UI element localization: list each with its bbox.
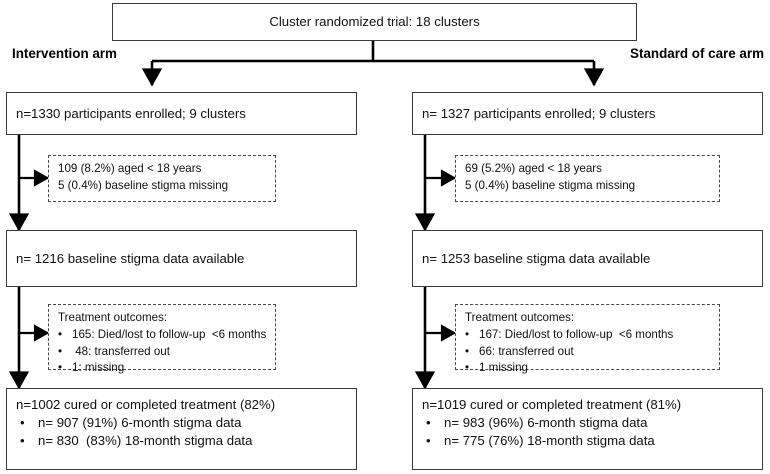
outcomes-heading: Treatment outcomes: [58, 311, 168, 324]
box-final-intervention: n=1002 cured or completed treatment (82%… [6, 388, 357, 470]
box-outcomes-intervention: Treatment outcomes: • 165: Died/lost to … [48, 304, 276, 374]
outcomes-item: • 165: Died/lost to follow-up <6 months [58, 327, 269, 344]
top-box-randomized-trial: Cluster randomized trial: 18 clusters [112, 3, 637, 41]
final-heading: n=1019 cured or completed treatment (81%… [422, 397, 682, 412]
outcomes-heading: Treatment outcomes: [465, 311, 575, 324]
outcomes-item-text: 1: missing [72, 361, 125, 375]
final-item: • n= 983 (96%) 6-month stigma data [422, 414, 756, 431]
excluded-line: 5 (0.4%) baseline stigma missing [58, 178, 229, 192]
arm-heading-standard-of-care: Standard of care arm [630, 46, 764, 61]
outcomes-item: • 66: transferred out [465, 344, 713, 361]
bullet-glyph: • [465, 327, 470, 341]
outcomes-item: • 167: Died/lost to follow-up <6 months [465, 327, 713, 344]
bullet-glyph: • [20, 415, 25, 431]
bullet-glyph: • [465, 344, 470, 358]
box-enrolled-standard-of-care: n= 1327 participants enrolled; 9 cluster… [412, 92, 763, 135]
box-excluded-standard-of-care: 69 (5.2%) aged < 18 years 5 (0.4%) basel… [455, 155, 720, 202]
bullet-glyph: • [465, 361, 470, 375]
box-final-standard-of-care: n=1019 cured or completed treatment (81%… [412, 388, 763, 470]
final-heading: n=1002 cured or completed treatment (82%… [16, 397, 276, 412]
final-item-text: n= 830 (83%) 18-month stigma data [38, 432, 253, 448]
outcomes-item: • 48: transferred out [58, 344, 269, 361]
final-item-text: n= 775 (76%) 18-month stigma data [444, 432, 655, 448]
bullet-glyph: • [426, 432, 431, 448]
connector-randomization-split [141, 41, 605, 87]
outcomes-item-text: 66: transferred out [479, 344, 574, 358]
bullet-glyph: • [58, 327, 63, 341]
bullet-glyph: • [58, 361, 63, 375]
final-item: • n= 775 (76%) 18-month stigma data [422, 432, 756, 449]
outcomes-item: • 1: missing [58, 360, 269, 377]
excluded-line: 5 (0.4%) baseline stigma missing [465, 178, 636, 192]
excluded-line: 109 (8.2%) aged < 18 years [58, 162, 202, 175]
box-outcomes-standard-of-care: Treatment outcomes: • 167: Died/lost to … [455, 304, 720, 374]
box-baseline-standard-of-care: n= 1253 baseline stigma data available [412, 230, 763, 287]
bullet-glyph: • [426, 415, 431, 431]
box-excluded-intervention: 109 (8.2%) aged < 18 years 5 (0.4%) base… [48, 155, 276, 202]
bullet-glyph: • [20, 432, 25, 448]
box-enrolled-intervention: n=1330 participants enrolled; 9 clusters [6, 92, 357, 135]
final-item-text: n= 907 (91%) 6-month stigma data [38, 415, 242, 431]
outcomes-item-text: 165: Died/lost to follow-up <6 months [72, 327, 267, 341]
bullet-glyph: • [58, 344, 63, 358]
outcomes-item-text: 167: Died/lost to follow-up <6 months [479, 327, 674, 341]
outcomes-item-text: 1 missing [479, 361, 528, 375]
outcomes-item-text: 48: transferred out [72, 344, 170, 358]
final-item: • n= 907 (91%) 6-month stigma data [16, 414, 350, 431]
box-baseline-intervention: n= 1216 baseline stigma data available [6, 230, 357, 287]
final-item: • n= 830 (83%) 18-month stigma data [16, 432, 350, 449]
final-item-text: n= 983 (96%) 6-month stigma data [444, 415, 648, 431]
outcomes-item: • 1 missing [465, 360, 713, 377]
excluded-line: 69 (5.2%) aged < 18 years [465, 162, 602, 175]
arm-heading-intervention: Intervention arm [12, 46, 117, 61]
